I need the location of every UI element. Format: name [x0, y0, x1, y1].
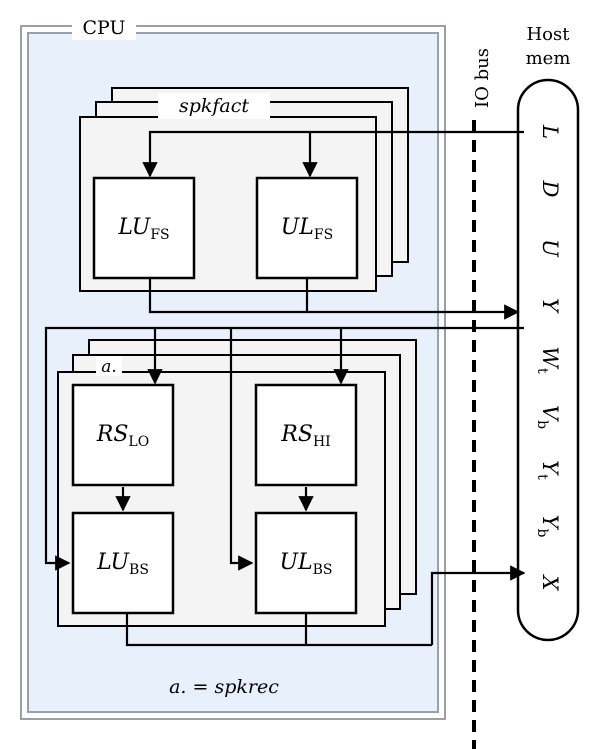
abbrev-label-bg [96, 356, 122, 376]
lu-fs-block [92, 176, 196, 280]
host-var-label: Yb [534, 515, 562, 538]
ul-fs-block [255, 176, 359, 280]
cpu-outer-border [20, 25, 446, 720]
host-memory-capsule [516, 78, 580, 642]
cpu-label-bg [72, 16, 136, 40]
host-var-label: D [538, 180, 562, 198]
spkfact-label-bg [158, 93, 270, 119]
host-var-subscript: b [534, 528, 550, 537]
host-var-label: Wt [534, 346, 562, 374]
rs-lo-block [71, 383, 175, 487]
host-var-base: Y [538, 460, 562, 476]
lu-fs-label: LUFS [117, 215, 169, 243]
host-var-base: L [538, 124, 562, 139]
host-var-base: U [538, 239, 562, 258]
host-var-label: X [538, 574, 562, 592]
abbrev-label: a. [101, 357, 117, 377]
arrow-y-to-ul-bs [229, 328, 254, 571]
io-bus-label: IO bus [472, 48, 493, 108]
host-var-base: Y [538, 515, 562, 531]
host-var-subscript: t [534, 474, 550, 480]
ul-fs-label: ULFS [281, 215, 333, 243]
ul-bs-label: ULBS [279, 550, 332, 578]
host-var-base: X [538, 574, 562, 592]
lu-bs-block [71, 511, 175, 615]
line-y-from-host [44, 326, 524, 571]
host-var-label: Vb [534, 405, 562, 429]
host-var-base: W [538, 346, 562, 370]
spkfact-label: spkfact [179, 95, 249, 117]
rs-hi-label: RSHI [280, 422, 330, 450]
line-lu-bs-out [125, 613, 432, 647]
rs-lo-label: RSLO [96, 422, 149, 450]
host-var-label: U [538, 239, 562, 258]
host-var-base: D [538, 180, 562, 198]
host-var-base: Y [538, 298, 562, 314]
host-var-label: Yt [534, 460, 562, 480]
rs-hi-block [254, 383, 358, 487]
host-var-subscript: b [534, 420, 550, 429]
ul-bs-block [254, 511, 358, 615]
cpu-label: CPU [82, 17, 125, 39]
host-var-subscript: t [534, 368, 550, 374]
arrow-fs-to-host [148, 278, 520, 320]
lu-bs-label: LUBS [96, 550, 149, 578]
host-var-label: Y [538, 298, 562, 314]
legend-label: a. = spkrec [169, 676, 279, 698]
host-var-base: V [538, 405, 562, 422]
host-label-line2: mem [526, 48, 571, 69]
arrow-l-to-lu-fs [142, 130, 524, 178]
host-var-label: L [538, 124, 562, 139]
arrow-bs-to-host-x [430, 565, 526, 645]
host-label-line1: Host [526, 24, 570, 45]
